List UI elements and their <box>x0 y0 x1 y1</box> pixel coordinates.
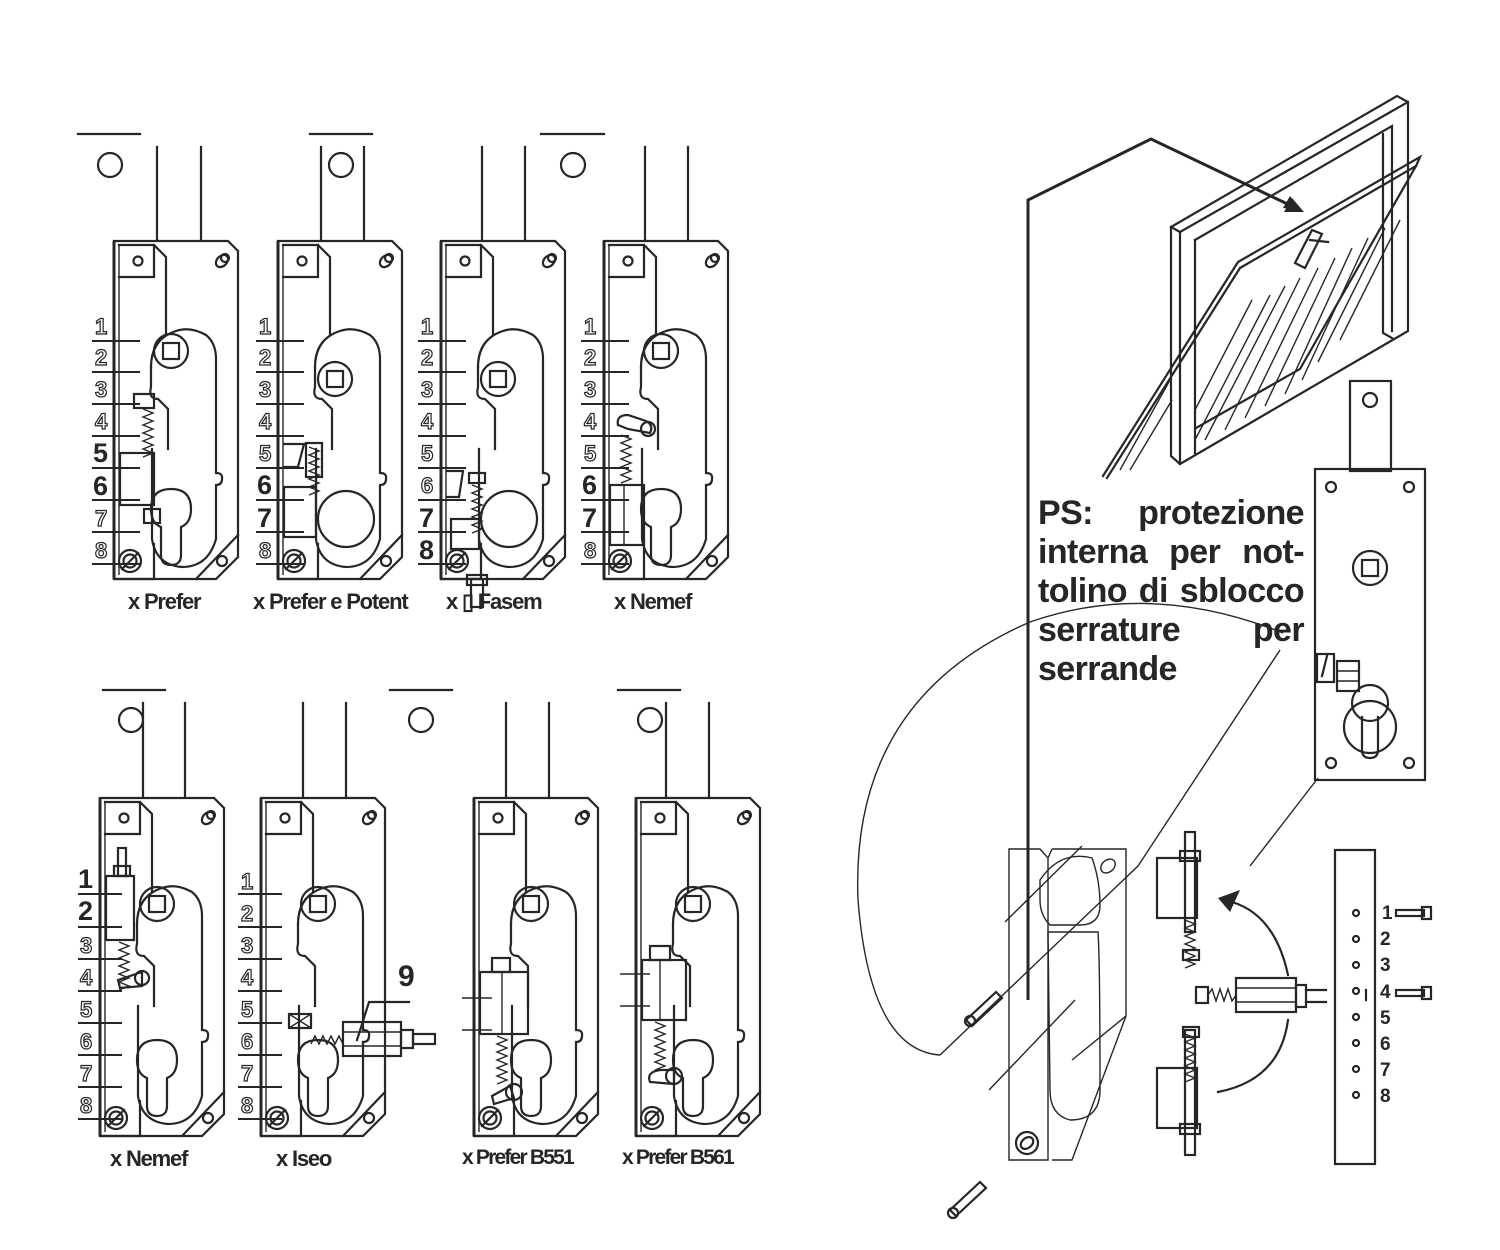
lock-prefer-potent-drawing <box>276 239 404 581</box>
note-line-4: serrature per <box>1038 611 1305 649</box>
pos-5: 5 <box>583 441 597 466</box>
plate-pos-5: 5 <box>1380 1008 1391 1029</box>
lock-prefer-b561-drawing <box>620 796 762 1138</box>
pos-7: 7 <box>257 503 273 533</box>
top-row-headers <box>76 132 690 242</box>
pos-6: 6 <box>420 473 434 498</box>
plate-pos-1: 1 <box>1382 903 1393 924</box>
pos-8: 8 <box>583 538 597 563</box>
pos-2: 2 <box>258 345 272 370</box>
ps-note: PS: protezione interna per not- tolino d… <box>1038 494 1305 689</box>
pos-4: 4 <box>79 965 93 990</box>
garage-door-illustration <box>1026 94 1423 1000</box>
pos-1: 1 <box>258 314 272 339</box>
pos-4: 4 <box>420 409 434 434</box>
pos-8: 8 <box>258 538 272 563</box>
pos-5: 5 <box>79 997 93 1022</box>
caption-nemef-top: x Nemef <box>614 589 692 614</box>
pos-1: 1 <box>240 869 254 894</box>
caption-prefer-b561: x Prefer B561 <box>622 1146 735 1169</box>
pos-1: 1 <box>78 864 94 894</box>
plate-pos-3: 3 <box>1380 955 1391 976</box>
note-line-2: interna per not- <box>1038 533 1305 571</box>
note-line-3: tolino di sblocco <box>1038 572 1305 610</box>
pos-2: 2 <box>240 901 254 926</box>
note-line-1: PS: protezione <box>1038 494 1305 532</box>
pos-4: 4 <box>258 409 272 434</box>
pos-7: 7 <box>79 1061 93 1086</box>
pos-7: 7 <box>419 503 435 533</box>
lock-nemef-bottom-drawing <box>98 796 226 1138</box>
pos-2: 2 <box>420 345 434 370</box>
pos-7: 7 <box>94 506 108 531</box>
pos-4: 4 <box>583 409 597 434</box>
pos-7: 7 <box>240 1061 254 1086</box>
pos-1: 1 <box>94 314 108 339</box>
pos-3: 3 <box>583 377 597 402</box>
pos-6: 6 <box>240 1029 254 1054</box>
pos-7: 7 <box>582 503 598 533</box>
lock-nemef-top-drawing <box>602 239 730 581</box>
plate-pos-4: 4 <box>1380 982 1391 1003</box>
pos-8: 8 <box>419 535 435 565</box>
caption-nemef-bottom: x Nemef <box>110 1146 188 1171</box>
exploded-view <box>856 602 1433 1220</box>
pos-6: 6 <box>257 470 273 500</box>
pos-2: 2 <box>583 345 597 370</box>
lock-prefer-b551-drawing <box>462 796 600 1138</box>
pos-4: 4 <box>240 965 254 990</box>
plate-pos-6: 6 <box>1380 1034 1391 1055</box>
plate-pos-2: 2 <box>1380 929 1391 950</box>
caption-prefer: x Prefer <box>128 589 202 614</box>
note-line-5: serrande <box>1038 650 1177 688</box>
plate-pos-8: 8 <box>1380 1086 1391 1107</box>
pos-3: 3 <box>420 377 434 402</box>
pos-8: 8 <box>79 1093 93 1118</box>
pos-2: 2 <box>94 345 108 370</box>
lock-fasem-drawing <box>439 239 567 609</box>
pos-6: 6 <box>93 471 109 501</box>
lock-prefer-drawing <box>112 239 240 581</box>
pos-3: 3 <box>258 377 272 402</box>
pos-5: 5 <box>93 438 109 468</box>
large-lock-drawing <box>1249 379 1427 867</box>
plate-pos-7: 7 <box>1380 1060 1391 1081</box>
lock-iseo-drawing <box>259 796 437 1138</box>
pos-3: 3 <box>94 377 108 402</box>
pos-5: 5 <box>240 997 254 1022</box>
pos-6: 6 <box>582 470 598 500</box>
pos-5: 5 <box>258 441 272 466</box>
pos-1: 1 <box>420 314 434 339</box>
caption-prefer-b551: x Prefer B551 <box>462 1146 575 1169</box>
pos-3: 3 <box>79 933 93 958</box>
pos-5: 5 <box>420 441 434 466</box>
pos-3: 3 <box>240 933 254 958</box>
caption-prefer-potent: x Prefer e Potent <box>253 589 409 614</box>
caption-iseo: x Iseo <box>276 1146 332 1171</box>
pos-1: 1 <box>583 314 597 339</box>
pos-6: 6 <box>79 1029 93 1054</box>
callout-9: 9 <box>398 960 415 993</box>
bottom-row-headers <box>101 688 711 799</box>
pos-2: 2 <box>78 896 94 926</box>
pos-8: 8 <box>240 1093 254 1118</box>
pos-4: 4 <box>94 409 108 434</box>
pos-8: 8 <box>94 538 108 563</box>
caption-fasem: x ▯ Fasem <box>446 589 543 614</box>
